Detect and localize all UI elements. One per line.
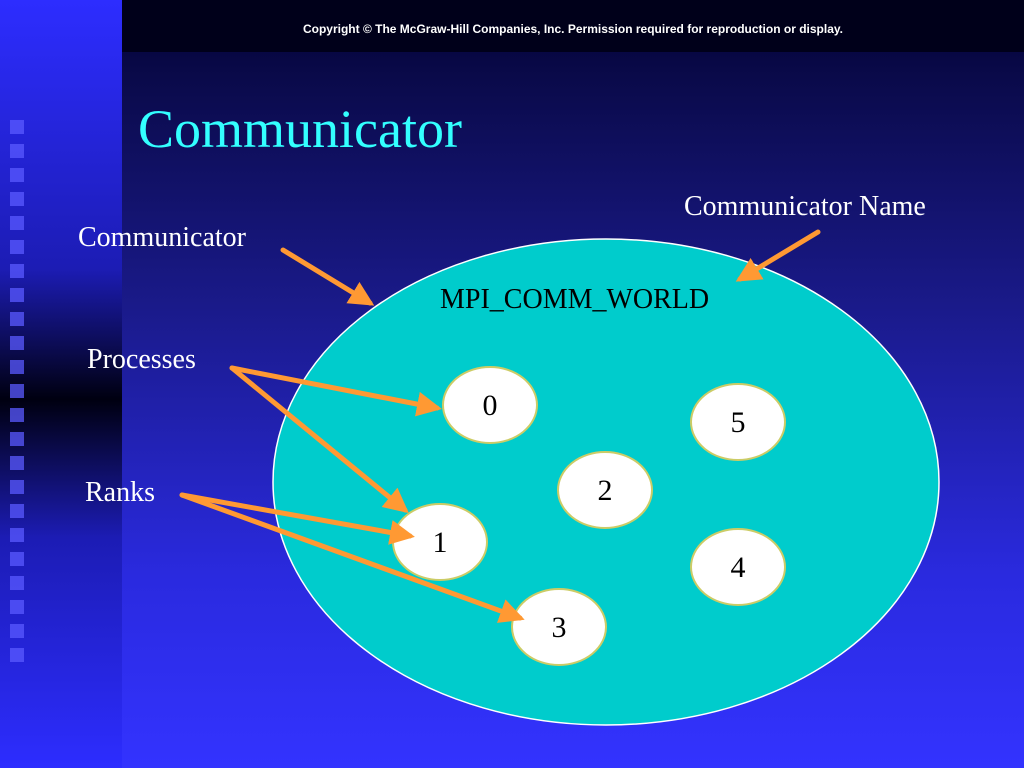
processes-label: Processes: [87, 344, 196, 375]
arrow-communicator-name: [735, 229, 821, 282]
communicator-name-label: Communicator Name: [684, 191, 926, 222]
communicator-name-text: MPI_COMM_WORLD: [440, 284, 710, 315]
arrow-process-1: [229, 365, 409, 514]
arrow-rank-1: [179, 492, 415, 545]
left-decorative-strip: [0, 0, 122, 768]
communicator-label: Communicator: [78, 222, 246, 253]
process-rank: 2: [597, 474, 613, 507]
process-rank: 1: [432, 526, 448, 559]
decorative-squares: [10, 120, 26, 662]
process-node: [557, 451, 653, 529]
ranks-label: Ranks: [85, 477, 155, 508]
arrow-process-0: [229, 365, 442, 417]
process-rank: 3: [551, 611, 567, 644]
slide-title: Communicator: [138, 99, 462, 159]
process-rank: 5: [730, 406, 746, 439]
process-rank: 0: [482, 389, 498, 422]
arrow-rank-3: [179, 492, 525, 623]
process-node: [690, 528, 786, 606]
process-node: [442, 366, 538, 444]
copyright-notice: Copyright © The McGraw-Hill Companies, I…: [302, 22, 844, 36]
top-bar: [122, 0, 1024, 52]
process-node: [690, 383, 786, 461]
arrow-communicator: [280, 247, 375, 306]
process-node: [511, 588, 607, 666]
process-rank: 4: [730, 551, 746, 584]
